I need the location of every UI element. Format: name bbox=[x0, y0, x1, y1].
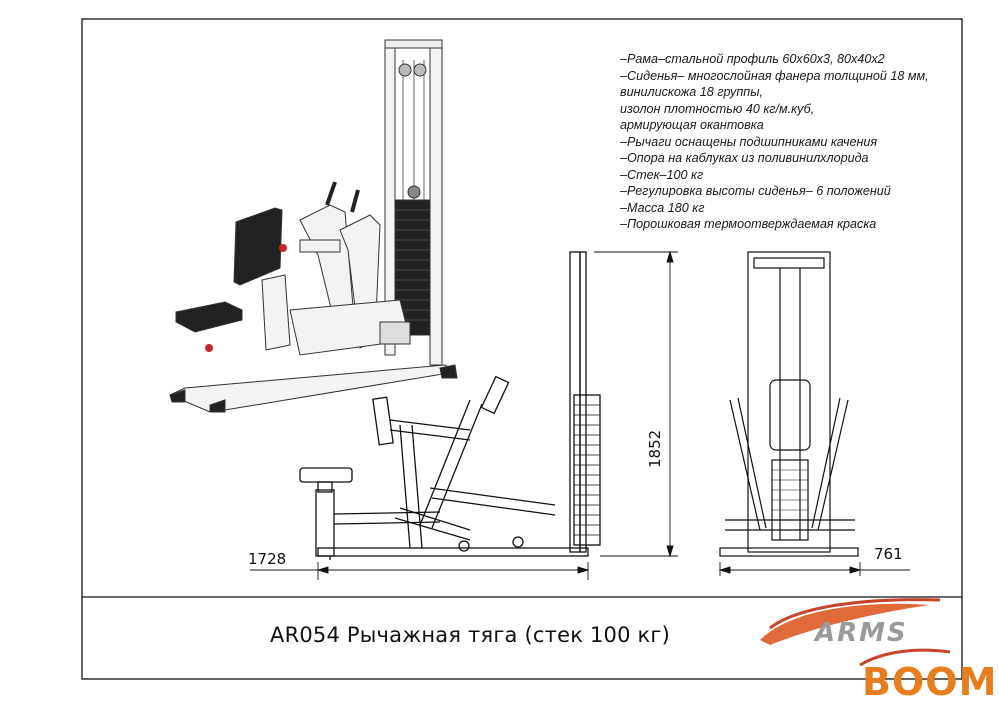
back-pad bbox=[233, 207, 283, 286]
spec-line: –Рама–стальной профиль 60х60х3, 80х40х2 bbox=[620, 52, 885, 66]
spec-line: –Стек–100 кг bbox=[620, 167, 704, 182]
dimension-width-label: 761 bbox=[874, 545, 903, 563]
spec-line: –Регулировка высоты сиденья– 6 положений bbox=[620, 184, 891, 198]
spec-line: –Масса 180 кг bbox=[620, 200, 705, 215]
seat-pad bbox=[175, 301, 243, 333]
dimension-lines bbox=[250, 250, 910, 580]
spec-line: –Порошковая термоотверждаемая краска bbox=[620, 217, 877, 231]
boom-watermark: BOOM bbox=[862, 660, 998, 704]
specifications-list: –Рама–стальной профиль 60х60х3, 80х40х2 … bbox=[620, 51, 929, 233]
spec-line: винилискожа 18 группы, bbox=[620, 85, 763, 99]
product-title: AR054 Рычажная тяга (стек 100 кг) bbox=[270, 623, 671, 647]
dimension-length-label: 1728 bbox=[248, 550, 287, 568]
spec-line: изолон плотностью 40 кг/м.куб, bbox=[620, 101, 815, 116]
drawing-frame bbox=[81, 18, 963, 680]
side-view bbox=[299, 251, 601, 560]
weight-stack bbox=[394, 199, 431, 336]
machine-render bbox=[168, 39, 458, 413]
spec-line: –Сиденья– многослойная фанера толщиной 1… bbox=[620, 68, 929, 83]
spec-line: –Опора на каблуках из поливинилхлорида bbox=[620, 151, 869, 165]
spec-line: –Рычаги оснащены подшипниками качения bbox=[620, 134, 878, 149]
arms-logo-text: ARMS bbox=[815, 618, 908, 648]
spec-line: армирующая окантовка bbox=[620, 118, 764, 132]
front-view bbox=[719, 251, 859, 557]
dimension-height-label: 1852 bbox=[646, 429, 664, 468]
arms-logo-mark bbox=[760, 598, 951, 667]
